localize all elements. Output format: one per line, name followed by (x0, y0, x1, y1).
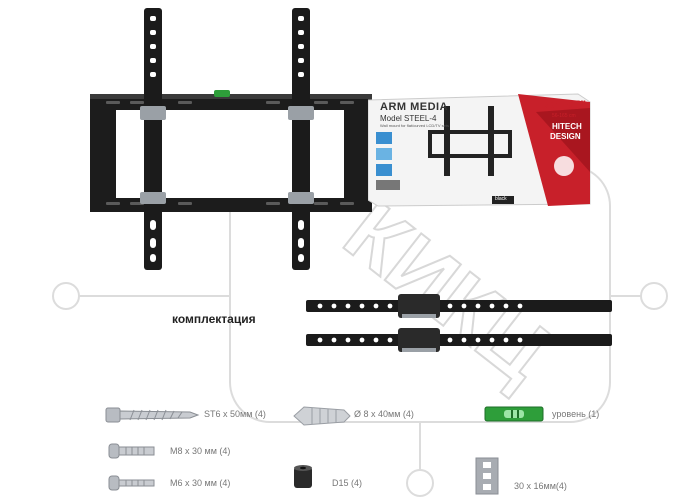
product-box: ARM MEDIA Model STEEL-4 Wall mount for f… (368, 92, 592, 208)
rail-bars (300, 288, 616, 358)
box-size: 22"-65" (544, 98, 587, 112)
wood-screw (104, 404, 200, 426)
box-color-label: black (495, 196, 507, 202)
washer-plate-graphic (475, 457, 499, 495)
wood-screw-graphic (105, 407, 200, 423)
wall-dowel-graphic (293, 406, 351, 426)
item-bolt-m6-label: M6 х 30 мм (4) (170, 478, 231, 488)
bubble-level (484, 404, 544, 424)
rail-bars-graphic (306, 294, 612, 352)
spacer-d15 (292, 464, 314, 490)
product-box-graphic (368, 93, 591, 207)
box-model: Model STEEL-4 (380, 114, 437, 123)
box-badge-line1: HITECH (552, 122, 582, 131)
bolt-m6-graphic (108, 475, 155, 491)
washer-plate (474, 456, 500, 496)
bolt-m8 (108, 442, 156, 460)
bolt-m8-graphic (108, 443, 155, 459)
bolt-m6 (108, 474, 156, 492)
box-brand: ARM MEDIA (380, 101, 449, 113)
item-wood-screw-label: ST6 х 50мм (4) (204, 409, 266, 419)
spacer-d15-graphic (294, 465, 312, 488)
box-subtitle: Wall mount for flat/curved LCD/TV sets (380, 123, 449, 128)
item-spacer-label: D15 (4) (332, 478, 363, 488)
item-dowel-label: Ø 8 х 40мм (4) (354, 409, 414, 419)
wall-mount-graphic (90, 8, 372, 270)
box-badge-line2: DESIGN (550, 132, 581, 141)
wall-mount-product (86, 6, 376, 274)
item-washer-label: 30 х 16мм(4) (514, 481, 567, 491)
bubble-level-graphic (484, 406, 544, 422)
item-bolt-m8-label: M8 х 30 мм (4) (170, 446, 231, 456)
box-size-cm: 56-165 cm (552, 113, 576, 119)
item-level-label: уровень (1) (552, 409, 600, 419)
kit-heading: комплектация (172, 312, 256, 326)
wall-dowel (292, 404, 352, 428)
